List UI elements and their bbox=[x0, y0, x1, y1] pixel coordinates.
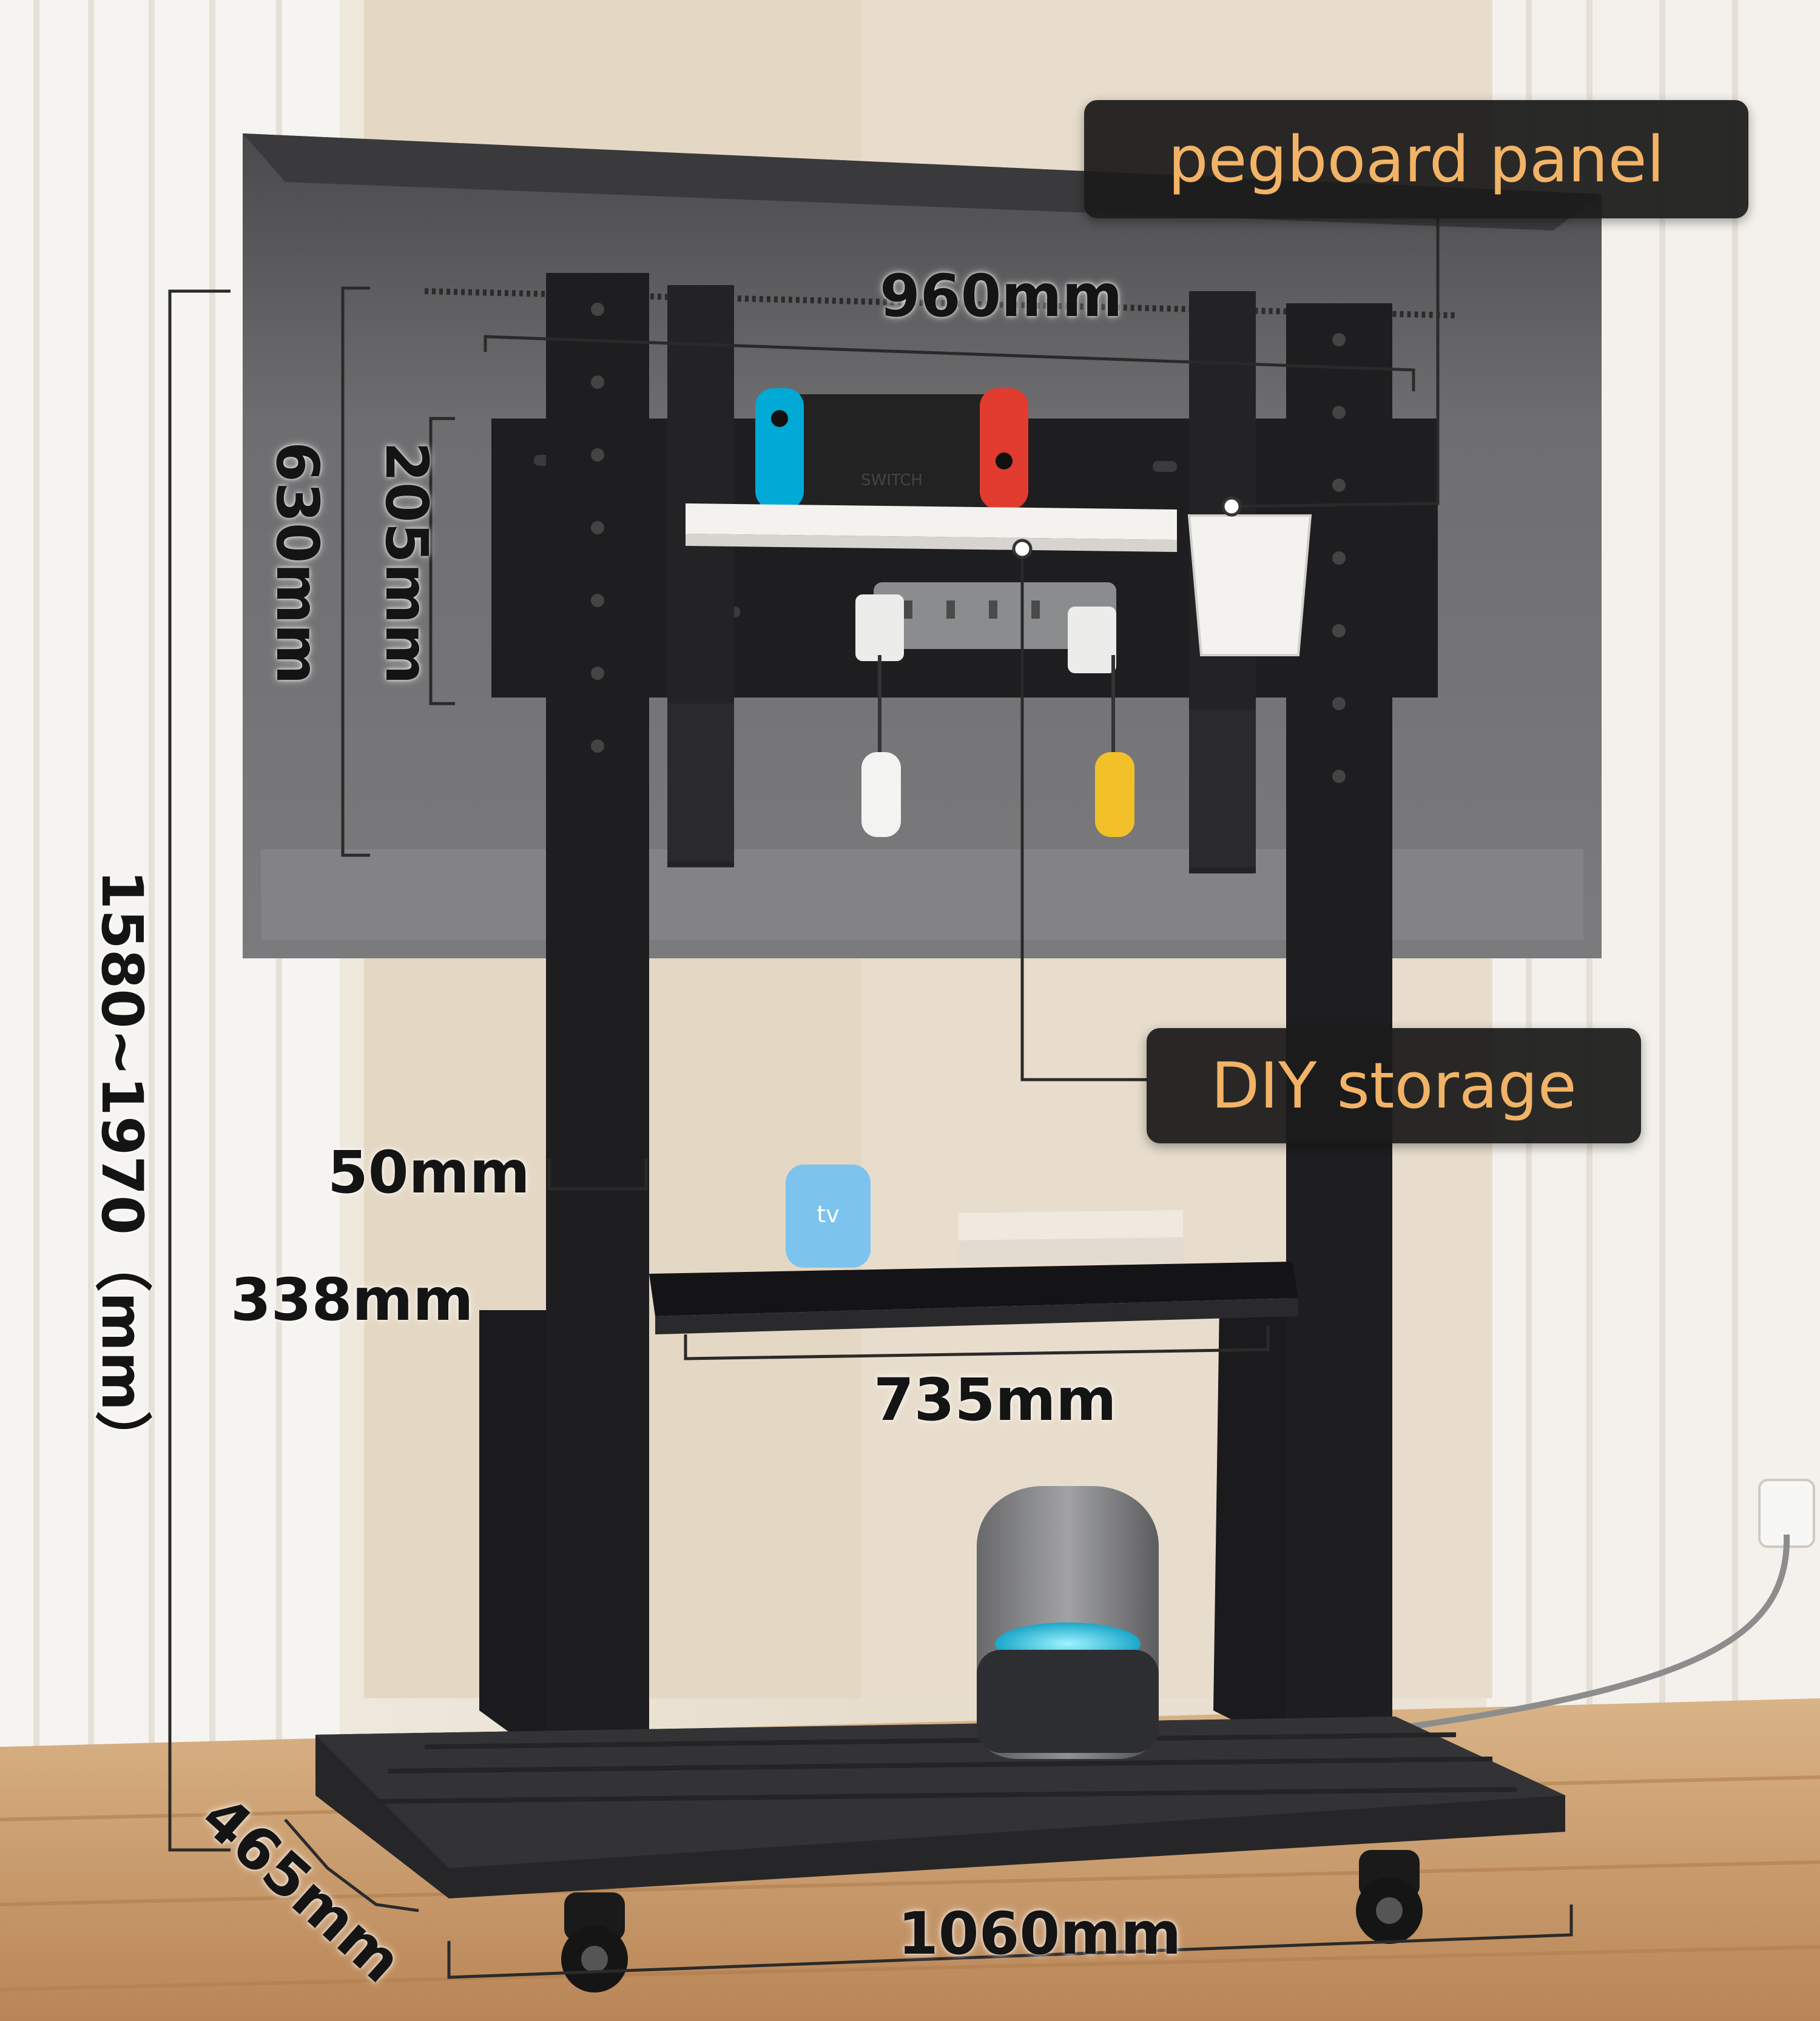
streaming-box: tv bbox=[786, 1165, 871, 1268]
power-strip bbox=[855, 582, 1116, 673]
stand-columns bbox=[479, 273, 1392, 1807]
dim-pegboard-height: 205mm bbox=[372, 442, 440, 685]
diy-storage-label: DIY storage bbox=[1211, 1049, 1577, 1123]
book-stack bbox=[959, 1210, 1183, 1265]
white-shelf bbox=[686, 503, 1177, 552]
pegboard-panel-callout: pegboard panel bbox=[1084, 100, 1748, 218]
dimension-lines bbox=[168, 286, 1573, 1979]
dim-shelf-depth: 338mm bbox=[231, 1266, 474, 1334]
joycon-hanging-white bbox=[861, 655, 901, 837]
dim-tv-width: 960mm bbox=[880, 262, 1123, 330]
pegboard-panel-label: pegboard panel bbox=[1168, 122, 1665, 197]
diy-storage-callout: DIY storage bbox=[1147, 1028, 1641, 1143]
dim-column-width: 50mm bbox=[328, 1138, 530, 1206]
dim-base-width: 1060mm bbox=[898, 1900, 1182, 1968]
caster-wheel bbox=[561, 1892, 628, 1992]
dim-tv-height: 630mm bbox=[263, 442, 331, 685]
dim-shelf-width: 735mm bbox=[874, 1366, 1117, 1434]
storage-cup bbox=[1187, 514, 1312, 656]
streaming-box-logo: tv bbox=[817, 1201, 839, 1228]
smart-speaker bbox=[977, 1486, 1159, 1759]
base-platform bbox=[315, 1717, 1565, 1992]
dim-total-height: 1580~1970（mm） bbox=[89, 870, 155, 1468]
console-logo: SWITCH bbox=[861, 471, 923, 489]
game-console: SWITCH bbox=[755, 388, 1028, 509]
middle-shelf bbox=[649, 1262, 1298, 1334]
callout-leaders bbox=[1012, 212, 1440, 1081]
joycon-hanging-yellow bbox=[1095, 655, 1134, 837]
caster-wheel bbox=[1356, 1850, 1423, 1944]
